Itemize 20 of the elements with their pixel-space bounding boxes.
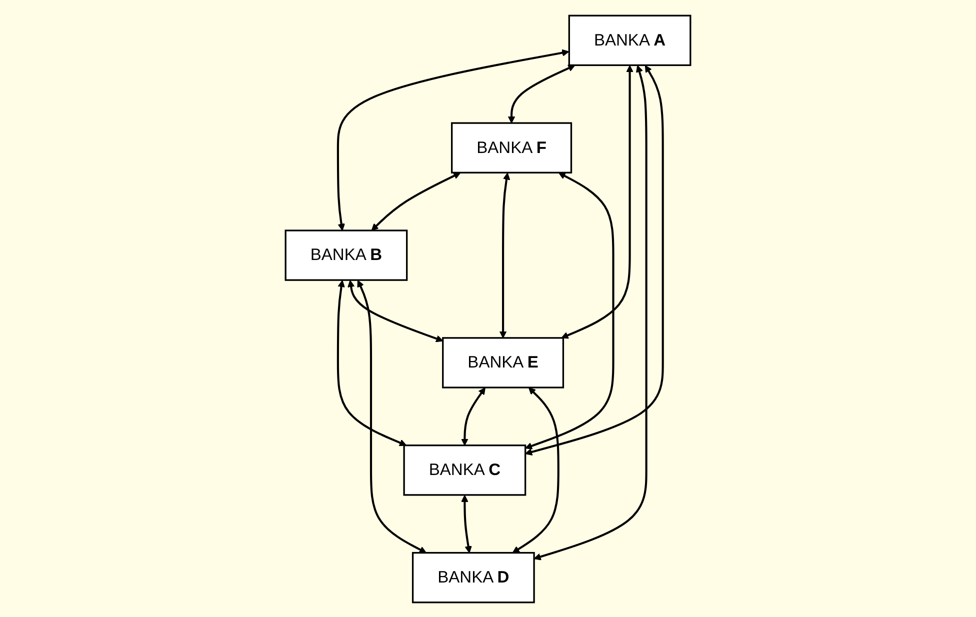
node-box: BANKA E: [442, 336, 564, 388]
node-box: BANKA D: [412, 551, 535, 603]
arrow: [499, 172, 510, 338]
arrow: [512, 386, 560, 553]
arrow: [336, 280, 407, 446]
arrow: [336, 48, 570, 230]
arrow: [561, 64, 634, 338]
arrow: [371, 172, 461, 230]
node-box: BANKA A: [568, 14, 692, 66]
arrow: [347, 280, 444, 342]
arrow: [525, 64, 664, 455]
node-box: BANKA F: [451, 122, 572, 173]
arrow: [508, 64, 576, 123]
node-box: BANKA B: [284, 229, 408, 280]
arrow: [534, 64, 648, 560]
arrow: [357, 280, 426, 553]
arrow: [461, 494, 472, 553]
arrow: [525, 172, 614, 449]
arrow: [461, 386, 486, 446]
node-box: BANKA C: [403, 444, 526, 496]
